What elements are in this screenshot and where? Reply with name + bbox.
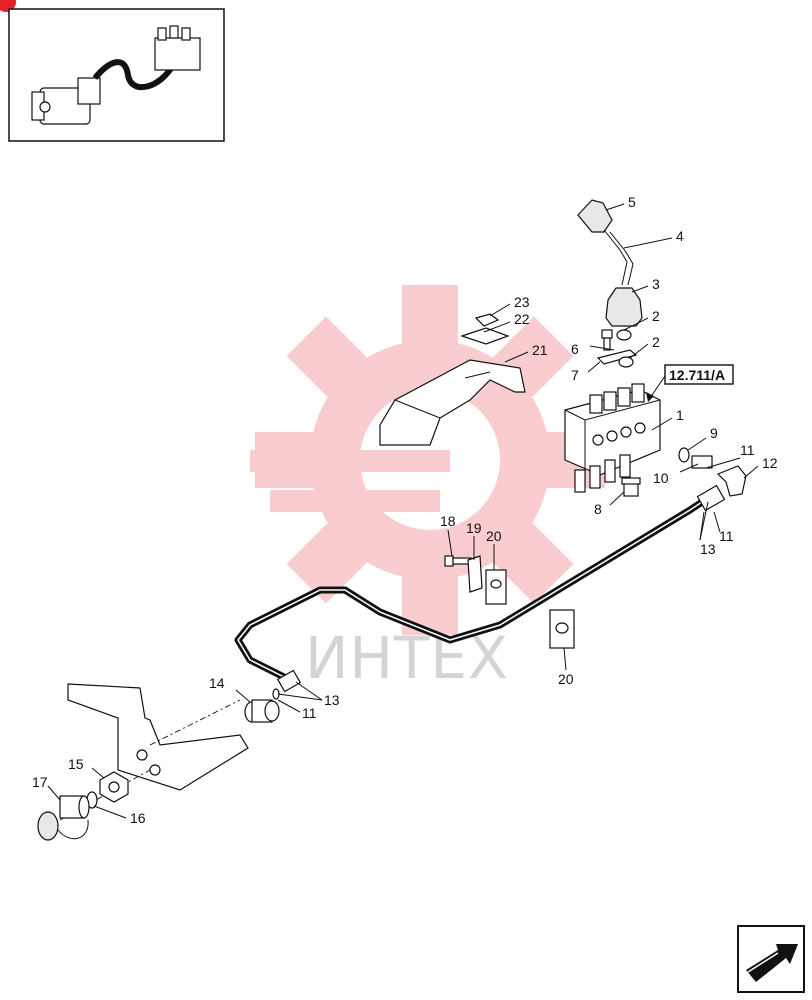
callout-3: 3	[652, 276, 660, 292]
clamp-20-lower	[549, 609, 575, 649]
callout-13-lower: 13	[324, 692, 340, 708]
callout-10: 10	[653, 470, 669, 486]
callout-1: 1	[676, 407, 684, 423]
reference-arrowhead-icon	[646, 392, 654, 402]
callout-15: 15	[68, 756, 84, 772]
reference-box-label: 12.711/A	[669, 367, 725, 383]
thumbnail-valve-icon	[154, 25, 201, 71]
callout-4: 4	[676, 228, 684, 244]
callout-21: 21	[532, 342, 548, 358]
centerline-upper	[149, 699, 241, 746]
callout-17: 17	[32, 774, 48, 790]
callout-20-upper: 20	[486, 528, 502, 544]
screw-23	[474, 313, 500, 327]
clamp-plate-19	[467, 555, 483, 593]
control-lever	[603, 229, 634, 286]
callout-5: 5	[628, 194, 636, 210]
callout-2-lower: 2	[652, 334, 660, 350]
coupling-14	[244, 699, 280, 723]
bolt-6	[601, 329, 613, 351]
nut-2-upper	[616, 329, 632, 341]
callout-13-upper: 13	[700, 541, 716, 557]
hose-end-fitting-upper	[696, 484, 726, 512]
callout-20-lower: 20	[558, 671, 574, 687]
lever-boot	[605, 287, 643, 327]
lever-knob	[577, 199, 613, 233]
callout-9: 9	[710, 425, 718, 441]
adapter-10	[691, 455, 713, 469]
callout-7: 7	[571, 367, 579, 383]
callout-6: 6	[571, 341, 579, 357]
thumbnail-overview	[8, 8, 225, 142]
quick-coupler-17	[37, 795, 90, 841]
watermark-gear-logo	[250, 285, 605, 635]
callout-18: 18	[440, 513, 456, 529]
leader-lines	[47, 203, 759, 819]
clamp-20-upper	[485, 569, 507, 605]
nut-15	[99, 771, 129, 803]
callout-labels: 5 4 3 2 2 6 7 23 22 21 1 9 11 12 10 8 11…	[32, 194, 778, 826]
callout-22: 22	[514, 311, 530, 327]
control-valve-block	[564, 383, 661, 493]
plug-8	[621, 477, 641, 497]
reference-box[interactable]: 12.711/A	[664, 364, 734, 385]
gasket-22	[460, 327, 510, 345]
callout-11-mid: 11	[719, 528, 734, 544]
callout-2-upper: 2	[652, 308, 660, 324]
lever-bracket-21	[379, 359, 526, 446]
thumbnail-pump-icon	[31, 77, 101, 125]
callout-11-lower: 11	[302, 705, 317, 721]
callout-16: 16	[130, 810, 146, 826]
callout-12: 12	[762, 455, 778, 471]
next-page-arrow-icon[interactable]	[737, 925, 805, 993]
plate-7	[596, 349, 638, 365]
o-ring-9	[678, 447, 690, 463]
callout-14: 14	[209, 675, 225, 691]
hose-end-fitting-lower	[276, 669, 302, 693]
callout-8: 8	[594, 501, 602, 517]
callout-23: 23	[514, 294, 530, 310]
bolt-18	[444, 555, 472, 567]
mounting-bracket	[67, 683, 249, 791]
reference-arrow	[649, 375, 666, 399]
nut-2-lower	[618, 356, 634, 368]
elbow-fitting-12	[716, 465, 747, 497]
callout-11-upper: 11	[740, 442, 755, 458]
callout-19: 19	[466, 520, 482, 536]
